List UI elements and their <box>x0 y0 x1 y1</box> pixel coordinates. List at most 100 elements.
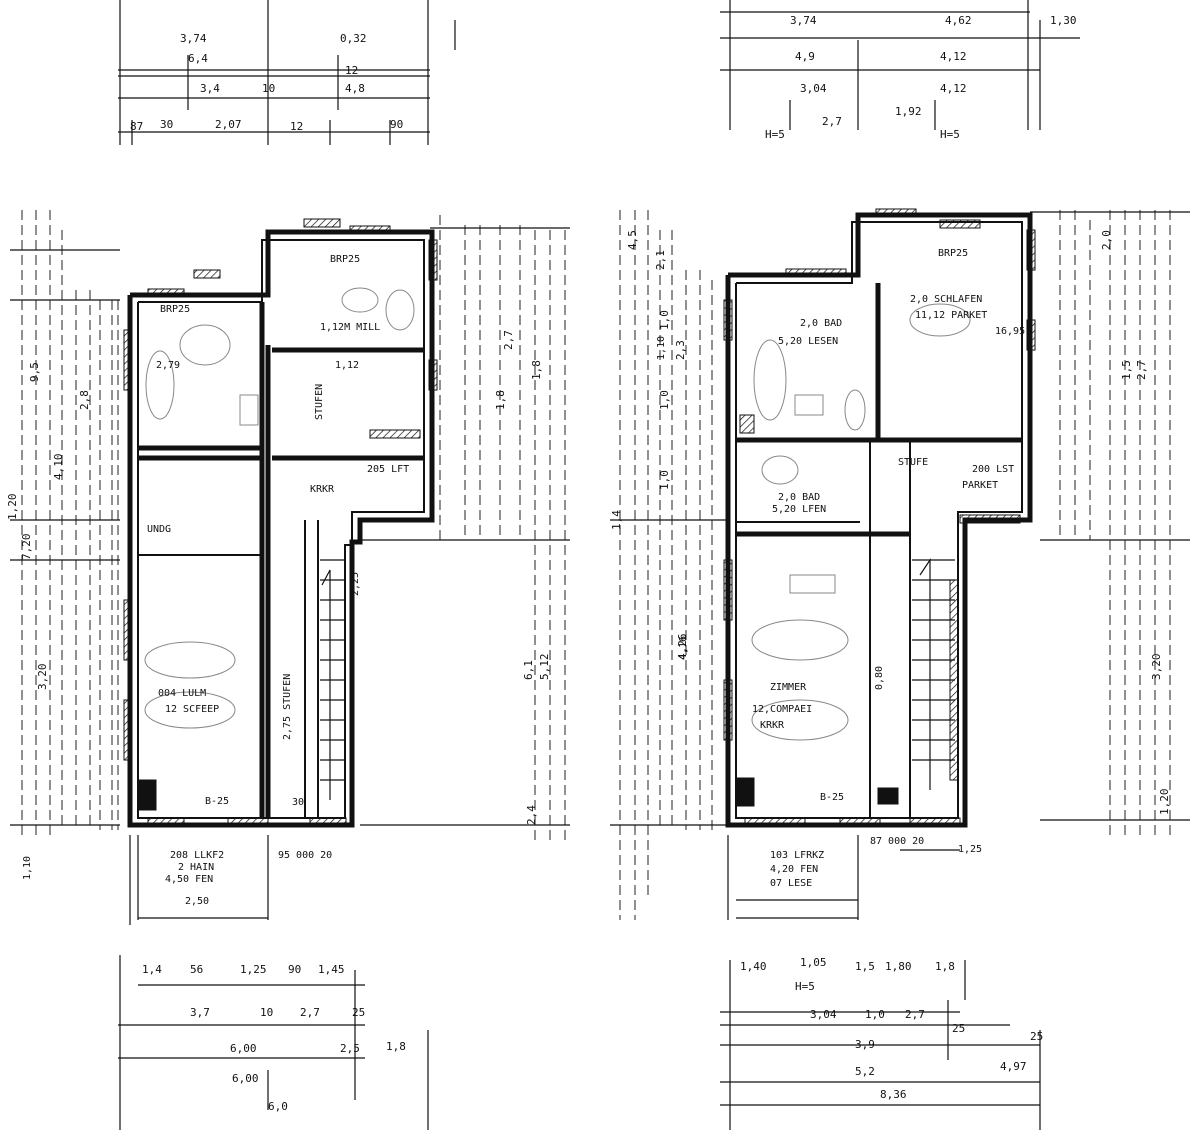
plan-right-top-dims-label: 3,74 <box>790 14 817 27</box>
plan-left-bottom-labels-label: 4,50 FEN <box>165 874 213 885</box>
plan-left-bottom-dims-label: 2,5 <box>340 1042 360 1055</box>
left-top-dimension-chains <box>118 0 456 145</box>
plan-right-top-dims-label: H=5 <box>765 128 785 141</box>
plan-right-side-dims-label: 2,0 <box>1100 230 1113 250</box>
plan-left-rooms-label: UNDG <box>147 524 171 535</box>
plan-right-side-dims-label: 2,3 <box>674 340 687 360</box>
plan-left-bottom-dims-label: 1,8 <box>386 1040 406 1053</box>
plan-left-bottom-dims-label: 1,4 <box>142 963 162 976</box>
plan-right-rooms-label: 12,COMPAEI <box>752 704 812 715</box>
plan-right-bottom-dims-label: 25 <box>1030 1030 1043 1043</box>
plan-right-top-dims-label: 1,92 <box>895 105 922 118</box>
plan-left-top-dims-label: 4,8 <box>345 82 365 95</box>
left-furniture <box>137 287 415 811</box>
left-interior-walls <box>138 302 424 818</box>
plan-left-rooms-label: 1,12 <box>335 360 359 371</box>
right-staircase <box>912 558 955 790</box>
plan-right-rooms-label: 2,0 SCHLAFEN <box>910 294 982 305</box>
plan-right-bottom-dims-label: 4,97 <box>1000 1060 1027 1073</box>
plan-right-side-dims-label: 1,0 <box>658 390 671 410</box>
left-window-hatches <box>123 218 438 827</box>
right-plan-left-dimension-chains <box>610 210 730 920</box>
plan-right-top-dims-label: 4,12 <box>940 50 967 63</box>
plan-left-rooms-label: BRP25 <box>330 254 360 265</box>
plan-right-top-dims-label: 3,04 <box>800 82 827 95</box>
plan-left-bottom-dims-label: 10 <box>260 1006 273 1019</box>
plan-left-top-dims-label: 12 <box>345 64 358 77</box>
plan-left-rooms-label: 004 LULM <box>158 688 206 699</box>
plan-right-rooms-label: 5,20 LFEN <box>772 504 826 515</box>
plan-left-rooms-label: 1,12M MILL <box>320 322 380 333</box>
plan-left-bottom-dims-label: 90 <box>288 963 301 976</box>
plan-right-bottom-labels-label: 1,25 <box>958 844 982 855</box>
plan-right-bottom-dims-label: 2,7 <box>905 1008 925 1021</box>
plan-right-rooms-label: 1,10 <box>656 336 667 360</box>
right-floor-plan <box>610 0 1190 1130</box>
plan-left-bottom-dims-label: 6,00 <box>232 1072 259 1085</box>
plan-left-top-dims-label: 90 <box>390 118 403 131</box>
plan-left-top-dims-label: 12 <box>290 120 303 133</box>
plan-right-bottom-dims-label: 3,9 <box>855 1038 875 1051</box>
plan-right-bottom-dims-label: 5,2 <box>855 1065 875 1078</box>
plan-right-bottom-dims-label: H=5 <box>795 980 815 993</box>
plan-right-rooms-label: 2,0 BAD <box>778 492 820 503</box>
plan-right-rooms-label: B-25 <box>820 792 844 803</box>
plan-right-side-dims-label: 1,20 <box>1158 789 1171 816</box>
plan-right-rooms-label: ZIMMER <box>770 682 807 693</box>
plan-right-bottom-dims-label: 25 <box>952 1022 965 1035</box>
plan-right-bottom-dims-label: 1,5 <box>855 960 875 973</box>
plan-left-rooms-label: 12 SCFEEP <box>165 704 219 715</box>
left-exterior-walls <box>127 229 435 828</box>
plan-right-rooms-label: KRKR <box>760 720 785 731</box>
plan-left-rooms-label: 2,79 <box>156 360 180 371</box>
plan-left-side-dims-label: 1,8 <box>494 390 507 410</box>
plan-left-rooms-label: BRP25 <box>160 304 190 315</box>
right-bottom-terrace <box>720 835 1041 1130</box>
plan-left-top-dims-label: 87 <box>130 120 143 133</box>
plan-right-rooms-label: 16,95 <box>995 326 1025 337</box>
right-interior-walls <box>736 283 1022 818</box>
plan-right-top-dims-label: H=5 <box>940 128 960 141</box>
plan-left-side-dims-label: 2,7 <box>502 330 515 350</box>
plan-left-side-dims-label: 4,10 <box>52 454 65 481</box>
plan-left-rooms-label: 205 LFT <box>367 464 409 475</box>
plan-right-bottom-labels-label: 4,20 FEN <box>770 864 818 875</box>
plan-left-bottom-dims-label: 3,7 <box>190 1006 210 1019</box>
plan-right-bottom-dims-label: 1,80 <box>885 960 912 973</box>
plan-right-side-dims-label: 2,7 <box>1135 360 1148 380</box>
plan-left-side-dims-label: 1,8 <box>530 360 543 380</box>
plan-left-rooms-label: STUFEN <box>314 384 325 420</box>
plan-right-top-dims-label: 4,9 <box>795 50 815 63</box>
plan-right-bottom-dims-label: 1,40 <box>740 960 767 973</box>
plan-left-bottom-labels-label: 95 000 20 <box>278 850 332 861</box>
plan-right-side-dims-label: 4,5 <box>626 230 639 250</box>
left-side-dimension-chains <box>10 210 120 840</box>
plan-left-bottom-dims-label: 6,0 <box>268 1100 288 1113</box>
plan-right-side-dims-label: 1,0 <box>658 310 671 330</box>
plan-right-rooms-label: 4,16 <box>678 636 689 660</box>
plan-left-rooms-label: B-25 <box>205 796 229 807</box>
plan-right-side-dims-label: 2,1 <box>654 250 667 270</box>
plan-left-side-dims-label: 3,20 <box>36 664 49 691</box>
plan-left-bottom-labels-label: 2 HAIN <box>178 862 214 873</box>
plan-right-bottom-dims-label: 3,04 <box>810 1008 837 1021</box>
plan-right-bottom-labels-label: 07 LESE <box>770 878 812 889</box>
plan-left-rooms-label: 30 <box>292 797 304 808</box>
plan-right-rooms-label: 0,80 <box>874 666 885 690</box>
plan-left-top-dims-label: 3,74 <box>180 32 207 45</box>
plan-left-bottom-dims-label: 6,00 <box>230 1042 257 1055</box>
plan-right-rooms-label: 200 LST <box>972 464 1014 475</box>
plan-right-side-dims-label: 3,20 <box>1150 654 1163 681</box>
plan-right-bottom-labels-label: 87 000 20 <box>870 836 924 847</box>
plan-left-top-dims-label: 2,07 <box>215 118 242 131</box>
right-plan-right-dimension-chains <box>1030 210 1190 840</box>
plan-right-top-dims-label: 4,62 <box>945 14 972 27</box>
plan-right-side-dims-label: 1,0 <box>658 470 671 490</box>
plan-left-bottom-dims-label: 1,45 <box>318 963 345 976</box>
plan-right-bottom-dims-label: 1,8 <box>935 960 955 973</box>
plan-right-side-dims-label: 1,4 <box>610 510 623 530</box>
plan-left-side-dims-label: 2,8 <box>78 390 91 410</box>
plan-left-side-dims-label: 6,1 <box>522 660 535 680</box>
